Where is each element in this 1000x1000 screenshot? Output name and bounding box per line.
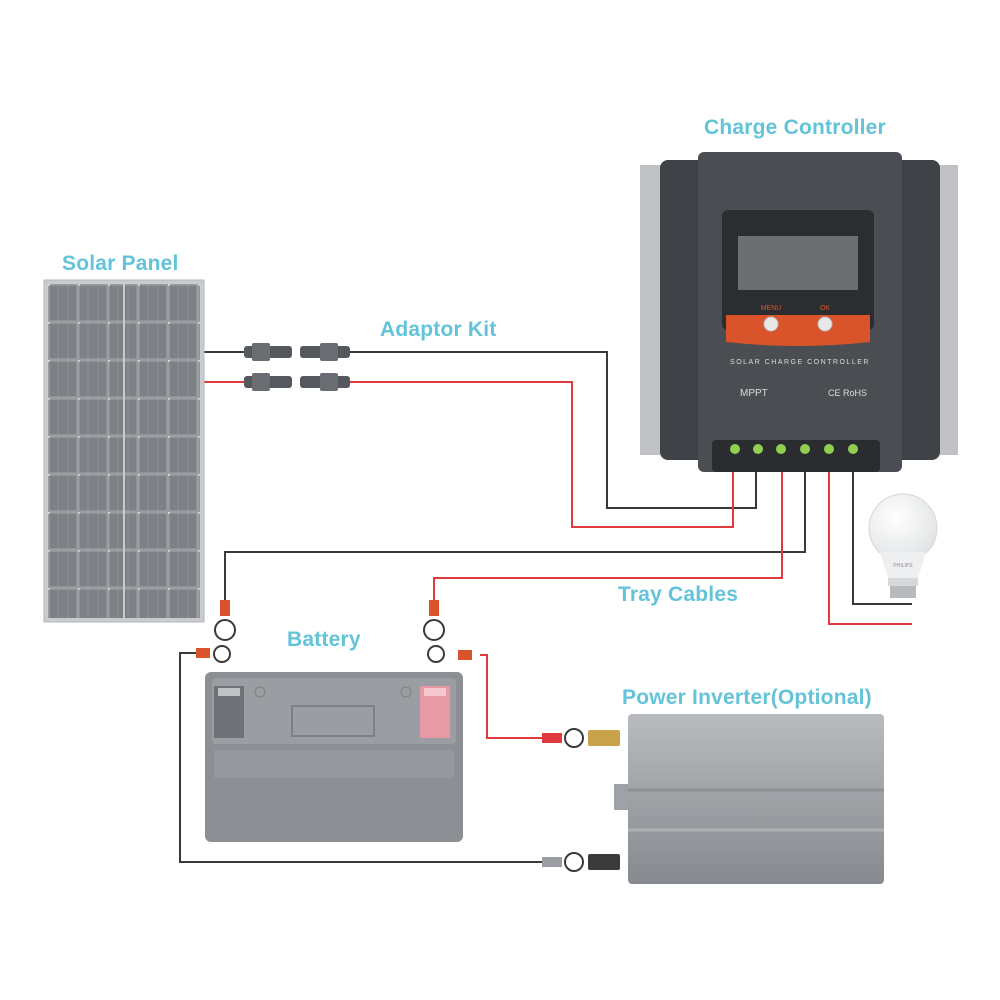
menu-button[interactable] bbox=[763, 316, 779, 332]
load-negative-wire bbox=[852, 470, 912, 605]
adaptor-kit bbox=[244, 343, 350, 391]
mc4-connector-positive bbox=[244, 373, 350, 391]
adaptor-negative-cable bbox=[350, 351, 757, 509]
inverter-negative-terminal bbox=[588, 854, 620, 870]
charge-controller: MENU OK SOLAR CHARGE CONTROLLER MPPT CE … bbox=[640, 152, 958, 472]
battery-positive-lug bbox=[423, 600, 445, 641]
terminal-led bbox=[776, 444, 786, 454]
battery-label: Battery bbox=[287, 628, 361, 651]
lcd-screen bbox=[738, 236, 858, 290]
adaptor-kit-label: Adaptor Kit bbox=[380, 318, 497, 341]
charge-controller-label: Charge Controller bbox=[704, 116, 886, 139]
menu-label: MENU bbox=[761, 305, 782, 312]
solar-panel-label: Solar Panel bbox=[62, 252, 179, 275]
terminal-led bbox=[848, 444, 858, 454]
ok-label: OK bbox=[820, 305, 830, 312]
tray-cables-label: Tray Cables bbox=[618, 583, 739, 606]
power-inverter-label: Power Inverter(Optional) bbox=[622, 686, 872, 709]
inverter-negative-wire bbox=[179, 652, 545, 863]
controller-model-text: SOLAR CHARGE CONTROLLER bbox=[730, 359, 870, 366]
bulb-brand: PHILIPS bbox=[893, 563, 913, 569]
mppt-text: MPPT bbox=[740, 388, 768, 399]
adaptor-positive-cable bbox=[350, 381, 734, 528]
tray-cable-negative bbox=[224, 470, 806, 608]
ok-button[interactable] bbox=[817, 316, 833, 332]
wires bbox=[179, 351, 912, 863]
cert-text: CE RoHS bbox=[828, 388, 867, 398]
mc4-connector-negative bbox=[244, 343, 350, 361]
solar-panel bbox=[43, 279, 205, 623]
inverter-positive-wire bbox=[480, 654, 545, 739]
terminal-leds bbox=[730, 444, 858, 454]
terminal-led bbox=[753, 444, 763, 454]
light-bulb: PHILIPS bbox=[868, 493, 938, 598]
terminal-led bbox=[824, 444, 834, 454]
battery-negative-lug bbox=[214, 600, 236, 641]
button-strip bbox=[726, 315, 870, 346]
terminal-led bbox=[800, 444, 810, 454]
battery bbox=[196, 600, 472, 842]
inverter-positive-terminal bbox=[588, 730, 620, 746]
terminal-led bbox=[730, 444, 740, 454]
load-positive-wire bbox=[828, 470, 912, 625]
tray-cable-positive bbox=[433, 470, 783, 608]
power-inverter bbox=[542, 714, 884, 884]
